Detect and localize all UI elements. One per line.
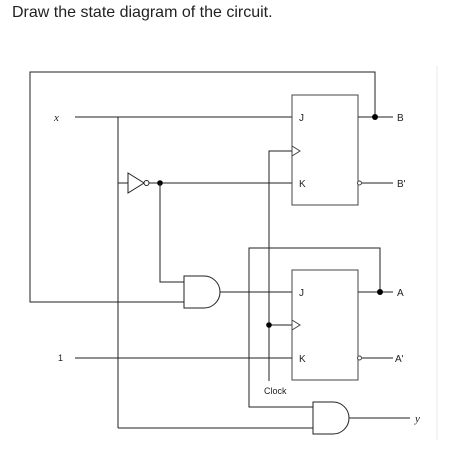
ff-top-j-label: J — [299, 113, 304, 124]
and-gate-1 — [183, 275, 221, 309]
flip-flop-top — [291, 94, 359, 206]
junction-dot — [372, 114, 378, 120]
wire-clock-to-top — [268, 150, 292, 381]
ff-bottom-k-label: K — [299, 354, 306, 365]
output-b-label: B — [397, 113, 404, 124]
input-one-label: 1 — [58, 353, 63, 363]
output-anot-label: A' — [395, 354, 404, 365]
output-y-label: y — [414, 413, 420, 425]
output-a-label: A — [397, 288, 404, 299]
output-bnot-label: B' — [397, 179, 406, 190]
junction-dot — [266, 322, 272, 328]
ff-bottom-clock-icon — [291, 319, 301, 331]
wire-b-feedback — [29, 71, 376, 303]
junction-dot — [377, 289, 383, 295]
question-text: Draw the state diagram of the circuit. — [12, 4, 273, 21]
clock-label: Clock — [264, 386, 287, 396]
ff-top-qnot-bubble — [357, 180, 362, 186]
inverter-bubble — [143, 180, 150, 186]
ff-bottom-j-label: J — [299, 288, 304, 299]
ff-top-k-label: K — [299, 179, 306, 190]
inverter-symbol — [127, 172, 145, 194]
wire-xnot-to-and1 — [159, 183, 184, 283]
wire-a-feedback — [248, 247, 381, 408]
flip-flop-bottom — [291, 269, 359, 381]
and-gate-2 — [312, 401, 350, 435]
input-x-label: x — [53, 112, 59, 124]
ff-top-clock-icon — [291, 145, 301, 157]
ff-bottom-qnot-bubble — [357, 355, 362, 361]
